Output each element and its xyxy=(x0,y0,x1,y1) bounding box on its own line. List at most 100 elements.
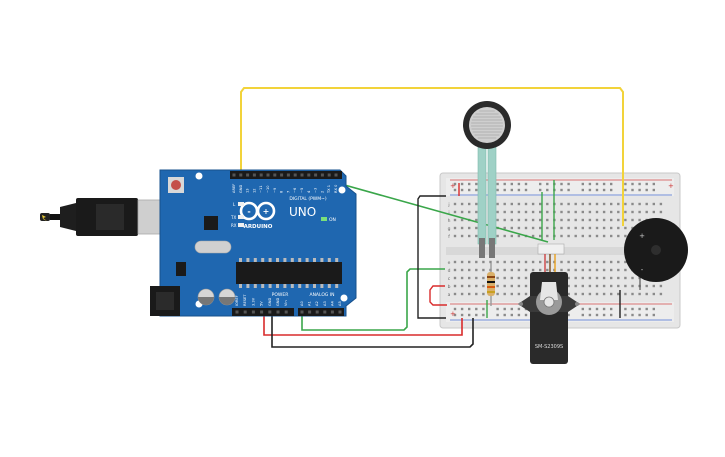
rail-hole[interactable] xyxy=(581,313,584,317)
breadboard-hole[interactable] xyxy=(567,276,570,280)
breadboard-hole[interactable] xyxy=(503,284,506,288)
breadboard-hole[interactable] xyxy=(617,292,620,296)
breadboard-hole[interactable] xyxy=(610,210,613,214)
breadboard-hole[interactable] xyxy=(517,218,521,222)
breadboard-hole[interactable] xyxy=(624,210,627,214)
rail-hole[interactable] xyxy=(595,307,599,311)
breadboard-hole[interactable] xyxy=(524,260,528,264)
breadboard-hole[interactable] xyxy=(624,226,627,230)
breadboard-hole[interactable] xyxy=(510,226,513,230)
breadboard-hole[interactable] xyxy=(567,268,570,272)
rail-hole[interactable] xyxy=(496,313,499,317)
breadboard-hole[interactable] xyxy=(510,268,513,272)
rail-hole[interactable] xyxy=(610,188,613,192)
breadboard-hole[interactable] xyxy=(510,260,513,264)
breadboard-hole[interactable] xyxy=(602,268,606,272)
breadboard-hole[interactable] xyxy=(638,292,641,296)
header-hole[interactable] xyxy=(286,173,290,177)
rail-hole[interactable] xyxy=(496,182,499,186)
breadboard-hole[interactable] xyxy=(631,292,634,296)
breadboard-hole[interactable] xyxy=(595,268,599,272)
breadboard-hole[interactable] xyxy=(468,202,471,206)
rail-hole[interactable] xyxy=(588,307,592,311)
breadboard-hole[interactable] xyxy=(524,276,528,280)
breadboard-hole[interactable] xyxy=(659,292,663,296)
breadboard-hole[interactable] xyxy=(617,268,620,272)
breadboard-hole[interactable] xyxy=(595,284,599,288)
breadboard-hole[interactable] xyxy=(496,276,499,280)
breadboard-hole[interactable] xyxy=(581,268,584,272)
rail-hole[interactable] xyxy=(475,307,478,311)
rail-hole[interactable] xyxy=(510,313,513,317)
breadboard-hole[interactable] xyxy=(546,268,549,272)
breadboard-hole[interactable] xyxy=(539,210,542,214)
breadboard-hole[interactable] xyxy=(496,268,499,272)
breadboard-hole[interactable] xyxy=(468,226,471,230)
breadboard-hole[interactable] xyxy=(610,276,613,280)
breadboard-hole[interactable] xyxy=(652,210,655,214)
rail-hole[interactable] xyxy=(624,307,627,311)
breadboard-hole[interactable] xyxy=(617,210,620,214)
breadboard-hole[interactable] xyxy=(588,292,592,296)
breadboard-hole[interactable] xyxy=(482,268,485,272)
breadboard-hole[interactable] xyxy=(645,284,648,288)
rail-hole[interactable] xyxy=(475,188,478,192)
rail-hole[interactable] xyxy=(645,182,648,186)
header-hole[interactable] xyxy=(300,173,304,177)
green-wire-pin9[interactable] xyxy=(315,176,549,243)
breadboard-hole[interactable] xyxy=(652,202,655,206)
breadboard-hole[interactable] xyxy=(468,210,471,214)
rail-hole[interactable] xyxy=(453,188,457,192)
breadboard-hole[interactable] xyxy=(468,260,471,264)
breadboard-hole[interactable] xyxy=(588,268,592,272)
breadboard-hole[interactable] xyxy=(531,260,535,264)
rail-hole[interactable] xyxy=(510,182,513,186)
rail-hole[interactable] xyxy=(588,313,592,317)
breadboard-hole[interactable] xyxy=(624,276,627,280)
rail-hole[interactable] xyxy=(524,182,528,186)
breadboard-hole[interactable] xyxy=(595,202,599,206)
breadboard-hole[interactable] xyxy=(581,292,584,296)
breadboard-hole[interactable] xyxy=(546,202,549,206)
rail-hole[interactable] xyxy=(581,182,584,186)
breadboard-hole[interactable] xyxy=(602,276,606,280)
breadboard-hole[interactable] xyxy=(602,292,606,296)
header-hole[interactable] xyxy=(252,173,256,177)
breadboard-hole[interactable] xyxy=(610,284,613,288)
header-hole[interactable] xyxy=(300,310,304,314)
breadboard-hole[interactable] xyxy=(631,202,634,206)
rail-hole[interactable] xyxy=(496,307,499,311)
header-hole[interactable] xyxy=(232,173,236,177)
breadboard-hole[interactable] xyxy=(638,202,641,206)
breadboard-hole[interactable] xyxy=(574,202,577,206)
breadboard-hole[interactable] xyxy=(560,202,563,206)
rail-hole[interactable] xyxy=(602,307,606,311)
rail-hole[interactable] xyxy=(503,182,506,186)
breadboard-hole[interactable] xyxy=(510,218,513,222)
breadboard-hole[interactable] xyxy=(624,284,627,288)
breadboard-hole[interactable] xyxy=(560,234,563,238)
breadboard-hole[interactable] xyxy=(503,292,506,296)
breadboard-hole[interactable] xyxy=(560,268,563,272)
breadboard-hole[interactable] xyxy=(610,218,613,222)
breadboard-hole[interactable] xyxy=(560,210,563,214)
header-hole[interactable] xyxy=(323,310,327,314)
breadboard-hole[interactable] xyxy=(588,218,592,222)
breadboard-hole[interactable] xyxy=(503,268,506,272)
breadboard-hole[interactable] xyxy=(581,202,584,206)
rail-hole[interactable] xyxy=(546,188,549,192)
rail-hole[interactable] xyxy=(460,313,464,317)
breadboard-hole[interactable] xyxy=(588,202,592,206)
rail-hole[interactable] xyxy=(567,313,570,317)
breadboard-hole[interactable] xyxy=(581,234,584,238)
rail-hole[interactable] xyxy=(624,182,627,186)
reset-button[interactable] xyxy=(171,180,181,190)
breadboard-hole[interactable] xyxy=(546,226,549,230)
rail-hole[interactable] xyxy=(595,182,599,186)
breadboard-hole[interactable] xyxy=(617,234,620,238)
breadboard-hole[interactable] xyxy=(610,260,613,264)
breadboard-hole[interactable] xyxy=(581,260,584,264)
breadboard-hole[interactable] xyxy=(453,292,457,296)
breadboard-hole[interactable] xyxy=(645,202,648,206)
red-rail-jumper[interactable] xyxy=(429,285,447,306)
